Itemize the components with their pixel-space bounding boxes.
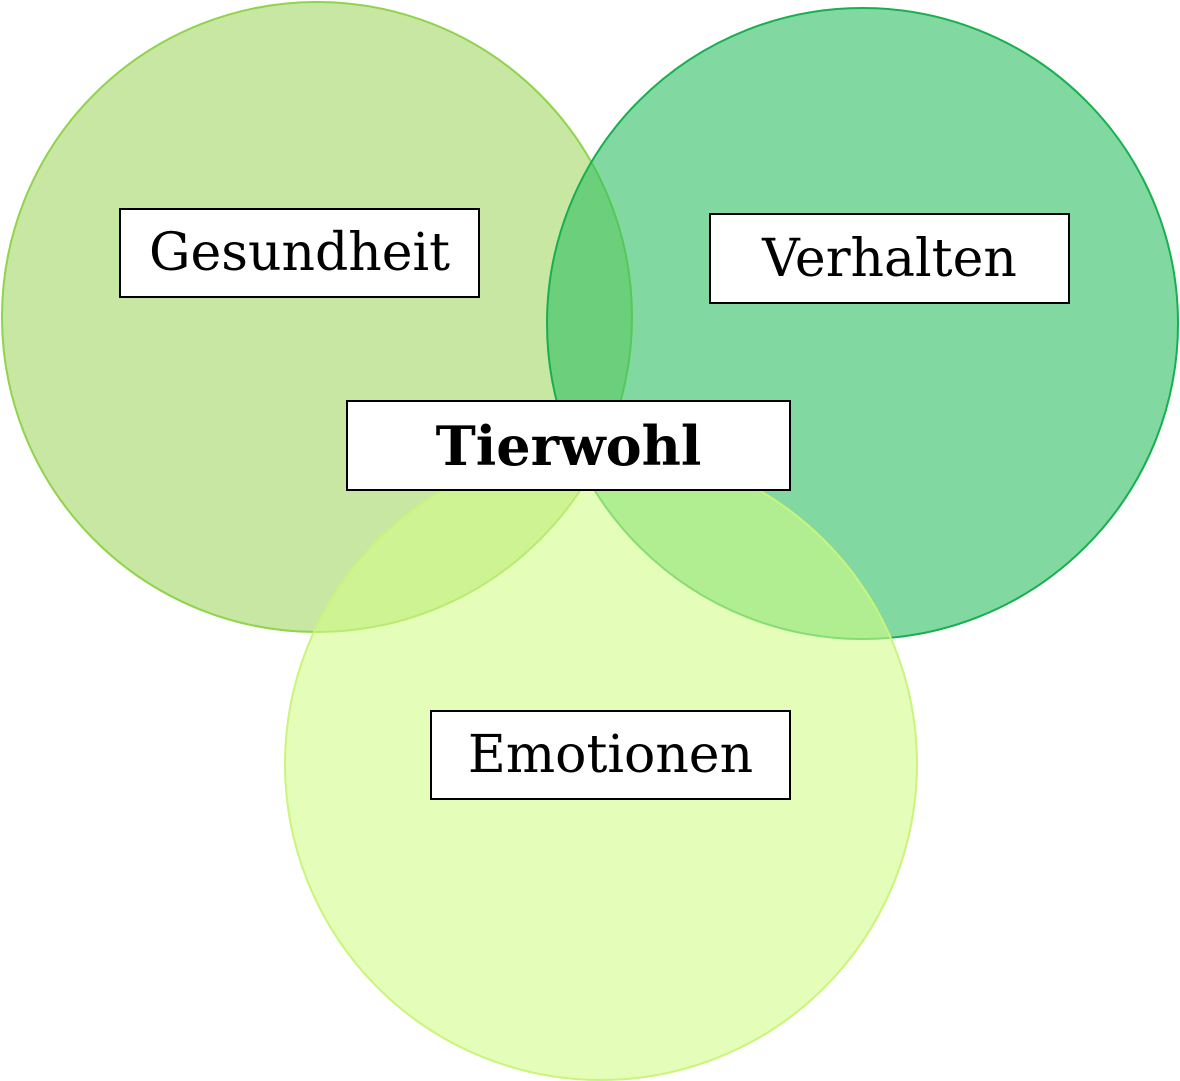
tierwohl-center-label: Tierwohl <box>346 400 791 491</box>
gesundheit-label: Gesundheit <box>119 208 480 298</box>
verhalten-label: Verhalten <box>709 213 1070 304</box>
emotionen-label: Emotionen <box>430 710 791 800</box>
